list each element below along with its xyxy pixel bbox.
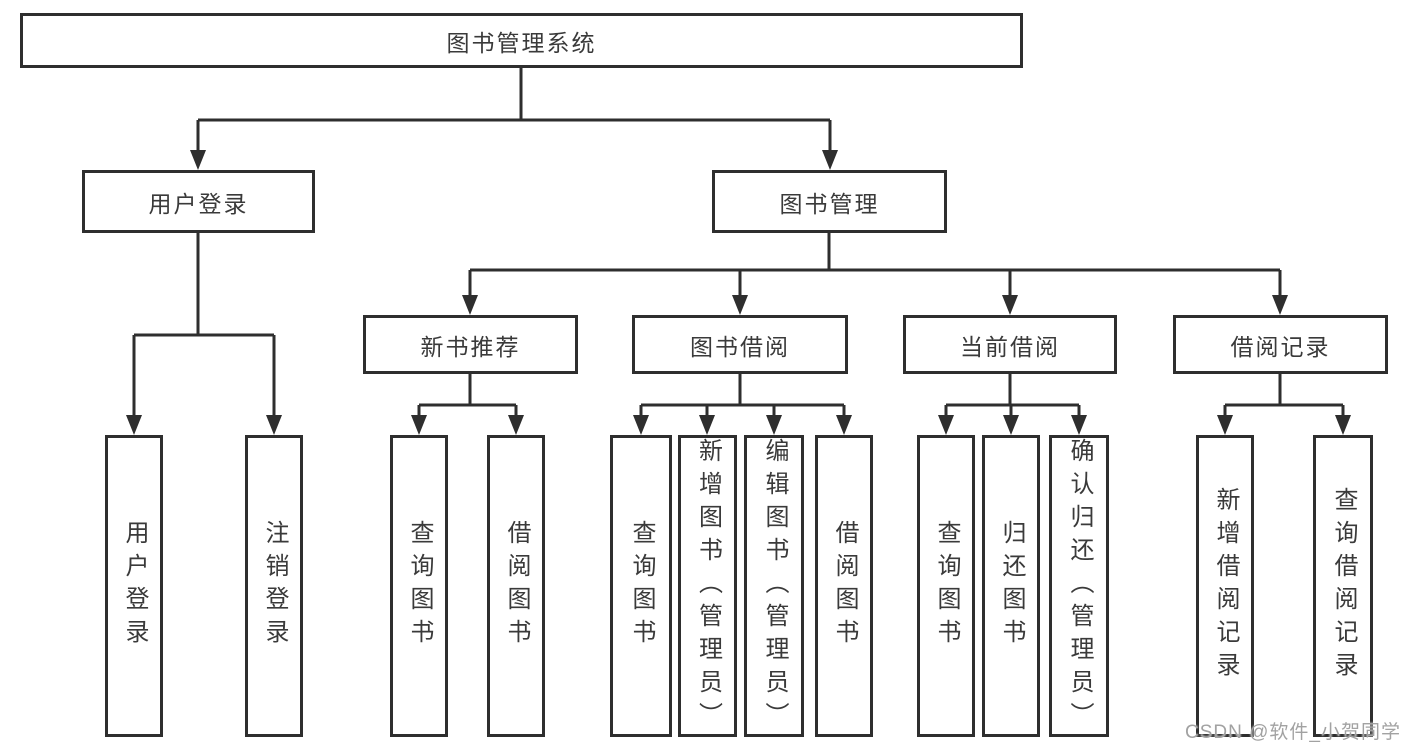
node-label: 图书管理系统 <box>446 29 597 56</box>
node-label: 用户登录 <box>121 520 148 652</box>
node-label: 借阅记录 <box>1230 333 1331 360</box>
node-label: 查询图书 <box>628 520 655 652</box>
node-book-management: 图书管理 <box>712 170 947 233</box>
arrow-down-icon <box>126 415 142 435</box>
arrow-down-icon <box>411 415 427 435</box>
leaf-query-books-recommend: 查询图书 <box>390 435 448 737</box>
arrow-down-icon <box>1217 415 1233 435</box>
arrow-down-icon <box>938 415 954 435</box>
node-label: 借阅图书 <box>503 520 530 652</box>
arrow-down-icon <box>732 295 748 315</box>
node-label: 新增图书（管理员） <box>694 438 722 735</box>
arrow-down-icon <box>462 295 478 315</box>
node-label: 新书推荐 <box>420 333 521 360</box>
leaf-add-borrow-record: 新增借阅记录 <box>1196 435 1254 737</box>
arrow-down-icon <box>1003 415 1019 435</box>
node-label: 查询图书 <box>933 520 960 652</box>
leaf-edit-books-admin: 编辑图书（管理员） <box>744 435 804 737</box>
arrow-down-icon <box>1335 415 1351 435</box>
node-user-login: 用户登录 <box>82 170 315 233</box>
node-label: 确认归还（管理员） <box>1066 438 1093 735</box>
arrow-down-icon <box>1272 295 1288 315</box>
node-label: 当前借阅 <box>960 333 1060 360</box>
node-new-book-recommend: 新书推荐 <box>363 315 578 374</box>
leaf-return-books: 归还图书 <box>982 435 1040 737</box>
node-label: 借阅图书 <box>831 520 858 652</box>
node-label: 查询借阅记录 <box>1330 487 1357 685</box>
node-label: 注销登录 <box>261 520 288 652</box>
node-label: 编辑图书（管理员） <box>761 438 788 735</box>
arrow-down-icon <box>822 150 838 170</box>
leaf-query-borrow-record: 查询借阅记录 <box>1313 435 1373 737</box>
leaf-user-login: 用户登录 <box>105 435 163 737</box>
node-label: 用户登录 <box>148 190 249 217</box>
node-current-borrow: 当前借阅 <box>903 315 1117 374</box>
arrow-down-icon <box>266 415 282 435</box>
node-label: 图书借阅 <box>690 333 790 360</box>
arrow-down-icon <box>1071 415 1087 435</box>
node-borrow-records: 借阅记录 <box>1173 315 1388 374</box>
arrow-down-icon <box>766 415 782 435</box>
arrow-down-icon <box>508 415 524 435</box>
csdn-watermark: CSDN @软件_小贺同学 <box>1185 722 1401 743</box>
leaf-add-books-admin: 新增图书（管理员） <box>678 435 737 737</box>
arrow-down-icon <box>836 415 852 435</box>
node-label: 查询图书 <box>406 520 433 652</box>
leaf-borrow-books-recommend: 借阅图书 <box>487 435 545 737</box>
arrow-down-icon <box>1002 295 1018 315</box>
leaf-confirm-return-admin: 确认归还（管理员） <box>1049 435 1109 737</box>
node-book-borrow: 图书借阅 <box>632 315 848 374</box>
node-label: 新增借阅记录 <box>1212 487 1239 685</box>
leaf-query-books-borrow: 查询图书 <box>610 435 672 737</box>
leaf-borrow-books: 借阅图书 <box>815 435 873 737</box>
arrow-down-icon <box>190 150 206 170</box>
node-root-system: 图书管理系统 <box>20 13 1023 68</box>
arrow-down-icon <box>633 415 649 435</box>
leaf-logout: 注销登录 <box>245 435 303 737</box>
arrow-down-icon <box>699 415 715 435</box>
node-label: 图书管理 <box>779 190 880 217</box>
node-label: 归还图书 <box>998 520 1025 652</box>
leaf-query-books-current: 查询图书 <box>917 435 975 737</box>
